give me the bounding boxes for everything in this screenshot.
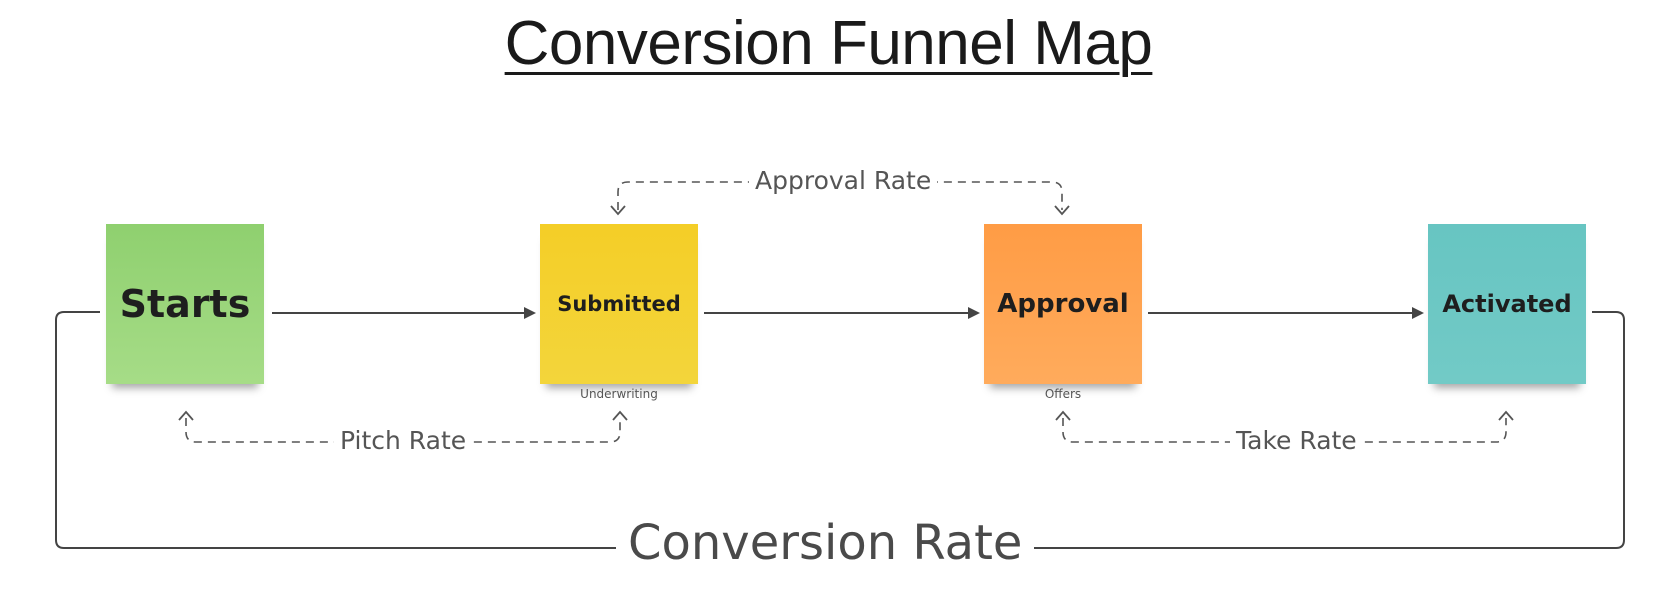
approval-rate-label: Approval Rate bbox=[749, 168, 938, 193]
diagram-title: Conversion Funnel Map bbox=[504, 9, 1153, 78]
conversion-rate-bracket bbox=[55, 311, 1625, 549]
stage-activated-note: Activated bbox=[1428, 224, 1586, 384]
offers-sublabel: Offers bbox=[1044, 387, 1082, 401]
approval-rate-arrowhead-right bbox=[1054, 205, 1070, 216]
take-rate-arrowhead-left bbox=[1055, 410, 1071, 421]
take-rate-label: Take Rate bbox=[1230, 428, 1363, 453]
approval-rate-arrowhead-left bbox=[610, 205, 626, 216]
pitch-rate-connector bbox=[185, 418, 621, 443]
stage-submitted-note: Submitted bbox=[540, 224, 698, 384]
underwriting-sublabel: Underwriting bbox=[580, 387, 658, 401]
stage-submitted-label: Submitted bbox=[557, 292, 681, 316]
conversion-rate-label: Conversion Rate bbox=[616, 519, 1035, 567]
stage-approval-note: Approval bbox=[984, 224, 1142, 384]
pitch-rate-arrowhead-right bbox=[612, 410, 628, 421]
stage-starts-label: Starts bbox=[119, 282, 251, 326]
take-rate-arrowhead-right bbox=[1498, 410, 1514, 421]
pitch-rate-arrowhead-left bbox=[178, 410, 194, 421]
pitch-rate-label: Pitch Rate bbox=[334, 428, 473, 453]
stage-activated-label: Activated bbox=[1442, 290, 1572, 318]
stage-starts-note: Starts bbox=[106, 224, 264, 384]
stage-approval-label: Approval bbox=[997, 289, 1129, 319]
